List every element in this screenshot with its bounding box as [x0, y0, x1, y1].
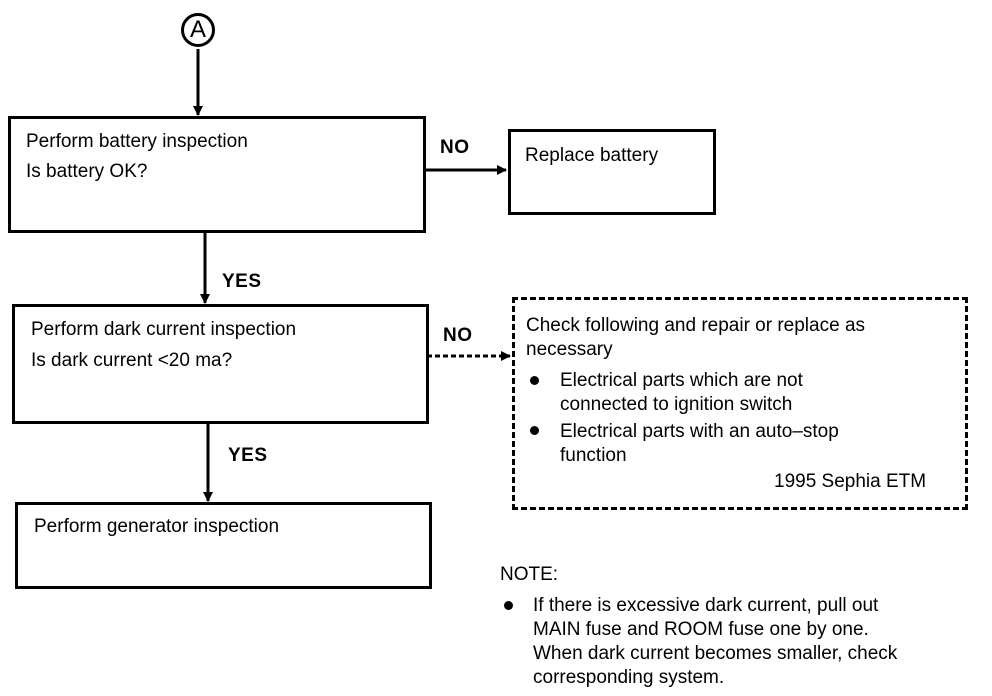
edge-label-battery-yes: YES — [222, 271, 262, 292]
bullet-icon — [530, 376, 539, 385]
check-item-2-cont: function — [560, 445, 627, 466]
check-item-1: Electrical parts which are not — [560, 370, 803, 391]
connector-a: A — [181, 13, 215, 47]
edge-label-dark-yes: YES — [228, 445, 268, 466]
bullet-icon — [530, 426, 539, 435]
generator-inspection-box — [15, 502, 432, 589]
bullet-icon — [504, 601, 513, 610]
check-repair-heading: Check following and repair or replace as — [526, 315, 866, 336]
replace-battery-box — [508, 129, 716, 215]
note-line-2: MAIN fuse and ROOM fuse one by one. — [533, 619, 869, 640]
generator-inspection-text: Perform generator inspection — [34, 516, 280, 537]
edge-label-dark-no: NO — [443, 325, 473, 346]
check-item-2: Electrical parts with an auto–stop — [560, 421, 839, 442]
check-repair-heading-cont: necessary — [526, 339, 613, 360]
dark-current-text: Perform dark current inspection — [31, 319, 297, 340]
battery-inspection-box — [8, 116, 426, 233]
edge-label-battery-no: NO — [440, 137, 470, 158]
replace-battery-text: Replace battery — [525, 145, 659, 166]
note-title: NOTE: — [500, 564, 559, 585]
dark-current-box — [12, 304, 429, 424]
battery-inspection-text: Perform battery inspection — [26, 131, 248, 152]
battery-ok-question: Is battery OK? — [26, 161, 148, 182]
note-line-3: When dark current becomes smaller, check — [533, 643, 898, 664]
dark-current-question: Is dark current <20 ma? — [31, 350, 233, 371]
note-line-4: corresponding system. — [533, 667, 725, 688]
check-item-1-cont: connected to ignition switch — [560, 394, 793, 415]
check-repair-box — [512, 297, 968, 510]
note-line-1: If there is excessive dark current, pull… — [533, 595, 879, 616]
source-label: 1995 Sephia ETM — [774, 471, 927, 492]
